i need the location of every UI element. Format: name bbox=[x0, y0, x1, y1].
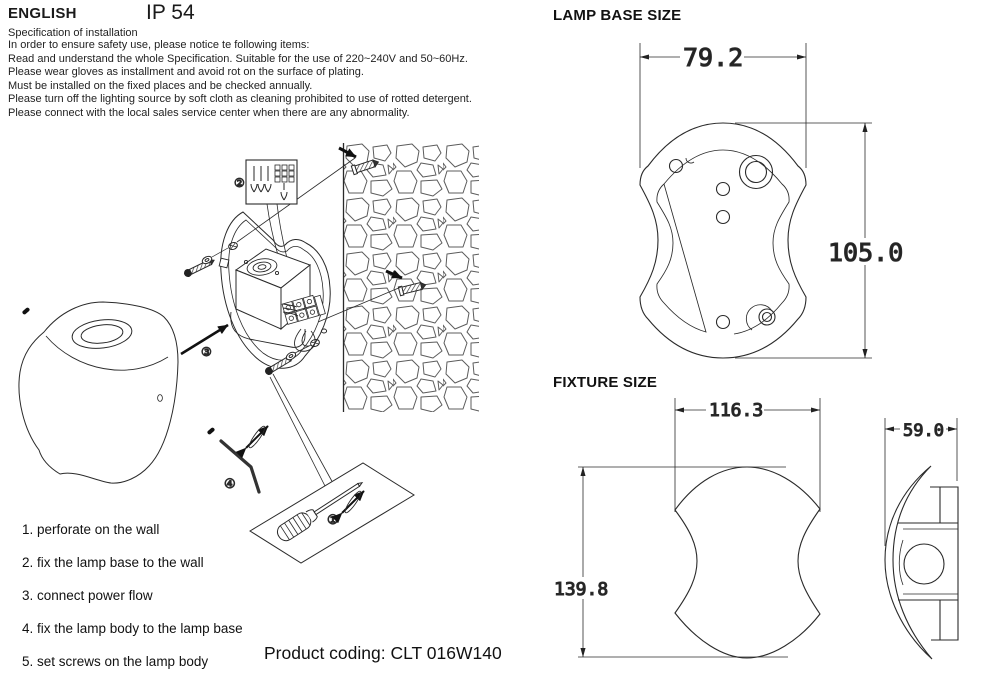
lamp-base-plate bbox=[218, 211, 331, 369]
mounting-screw-icon bbox=[265, 344, 312, 375]
dim-label-front-width: 116.3 bbox=[709, 400, 763, 421]
spec-line: Please wear gloves as installment and av… bbox=[8, 66, 364, 78]
dimension-height bbox=[735, 122, 903, 359]
stone-wall bbox=[342, 143, 479, 412]
installation-steps: 1. perforate on the wall 2. fix the lamp… bbox=[22, 522, 243, 687]
fixture-front-drawing: 116.3 139.8 bbox=[553, 398, 821, 659]
set-screw bbox=[207, 427, 215, 435]
dimension-front-width bbox=[674, 398, 821, 512]
spec-line: Must be installed on the fixed places an… bbox=[8, 79, 313, 92]
language-label: ENGLISH bbox=[8, 5, 77, 22]
step-item: 5. set screws on the lamp body bbox=[22, 654, 209, 669]
mounting-screw-icon bbox=[184, 247, 229, 277]
pointer-arrow bbox=[180, 323, 229, 356]
spec-instructions: In order to ensure safety use, please no… bbox=[8, 39, 472, 120]
installation-diagram: ② bbox=[18, 143, 479, 564]
spec-line: Please turn off the lighting source by s… bbox=[8, 93, 472, 105]
screw-rotation-icon bbox=[235, 425, 269, 459]
callout-1: ① bbox=[327, 513, 339, 528]
leader-line bbox=[317, 286, 402, 323]
terminal-block bbox=[281, 294, 326, 325]
set-screw bbox=[22, 307, 30, 315]
leader-line bbox=[272, 373, 335, 486]
step-item: 1. perforate on the wall bbox=[22, 522, 160, 537]
product-coding: Product coding: CLT 016W140 bbox=[264, 643, 502, 663]
dim-label-front-height: 139.8 bbox=[554, 579, 608, 600]
dimension-depth bbox=[884, 418, 958, 546]
lamp-base-drawing: 79.2 105.0 bbox=[639, 42, 904, 359]
dim-label-depth: 59.0 bbox=[903, 421, 944, 441]
tool-plate: ① bbox=[249, 462, 415, 564]
wall-anchor-icon bbox=[385, 269, 427, 297]
dimension-front-height bbox=[553, 466, 788, 658]
callout-4: ④ bbox=[224, 477, 236, 492]
fixture-side-drawing: 59.0 bbox=[884, 418, 959, 660]
lamp-body bbox=[18, 301, 215, 484]
spec-line: Read and understand the whole Specificat… bbox=[8, 52, 468, 65]
step-item: 4. fix the lamp body to the lamp base bbox=[22, 621, 243, 636]
dimension-width bbox=[639, 43, 807, 168]
spec-title: Specification of installation bbox=[8, 27, 138, 39]
callout-3: ③ bbox=[201, 345, 212, 359]
lamp-base-size-title: LAMP BASE SIZE bbox=[553, 7, 682, 24]
screw-rotation-icon bbox=[331, 490, 365, 524]
wiring-inset bbox=[245, 159, 299, 299]
leader-line bbox=[269, 376, 327, 489]
spec-line: In order to ensure safety use, please no… bbox=[8, 39, 310, 51]
dim-label-base-width: 79.2 bbox=[683, 43, 743, 72]
step-item: 3. connect power flow bbox=[22, 588, 153, 603]
ip-rating: IP 54 bbox=[146, 1, 195, 24]
allen-key-icon bbox=[219, 425, 269, 494]
callout-2: ② bbox=[234, 176, 245, 190]
spec-line: Please connect with the local sales serv… bbox=[8, 106, 410, 119]
wires bbox=[282, 303, 316, 352]
screw-hole bbox=[228, 241, 238, 251]
fixture-size-title: FIXTURE SIZE bbox=[553, 374, 658, 391]
step-item: 2. fix the lamp base to the wall bbox=[22, 555, 204, 570]
dim-label-base-height: 105.0 bbox=[828, 238, 903, 267]
wall-anchor-icon bbox=[338, 146, 380, 176]
